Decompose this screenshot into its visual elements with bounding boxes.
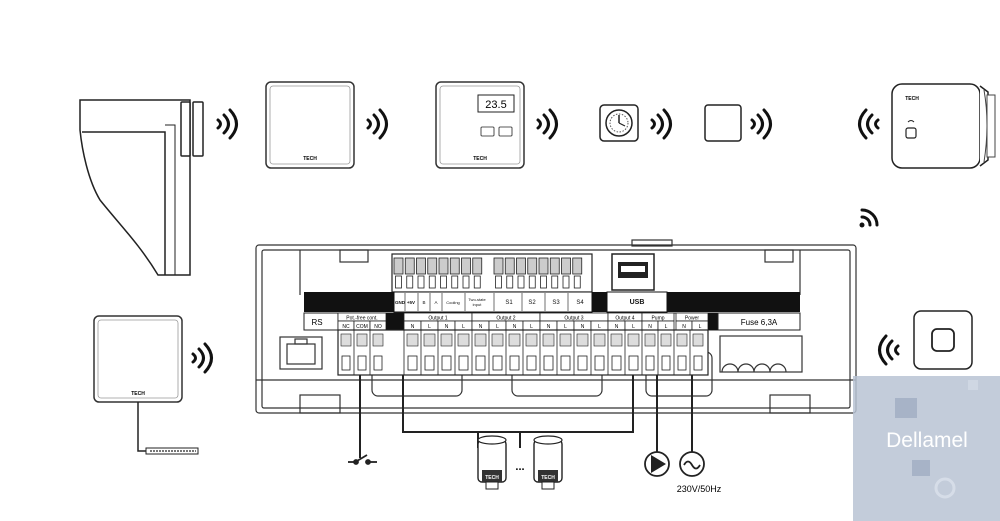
top-label: S1 <box>505 300 513 306</box>
wireless-signal-icon <box>191 342 213 374</box>
wireless-signal-icon <box>650 108 672 140</box>
wireless-signal-icon <box>216 108 238 140</box>
wiring-lines <box>359 375 693 458</box>
usb-port[interactable] <box>611 253 655 291</box>
terminal-label: N <box>479 324 483 330</box>
terminal-label: L <box>665 324 668 330</box>
top-label: GND <box>395 300 406 305</box>
terminal-label: L <box>699 324 702 330</box>
top-label: S3 <box>552 300 560 306</box>
terminal-label: L <box>530 324 533 330</box>
output-title: Power <box>685 316 700 322</box>
timer-module-device <box>599 104 672 142</box>
wireless-signal-icon <box>858 108 880 140</box>
minus-button[interactable] <box>480 126 495 137</box>
rs-label: RS <box>311 318 322 327</box>
actuator-device: TECH <box>533 435 563 490</box>
terminal-label: L <box>564 324 567 330</box>
top-label: B <box>422 300 425 305</box>
thermostatic-head-device: TECH <box>858 83 996 169</box>
output-title: Output 1 <box>428 316 447 322</box>
top-label: S2 <box>528 300 536 306</box>
terminal-label: N <box>581 324 585 330</box>
bottom-terminal-labels: RS Pot.-free cont. NC COM NO Output 1 N L N L Outp… <box>303 312 801 331</box>
terminal-label: N <box>411 324 415 330</box>
plus-button[interactable] <box>498 126 513 137</box>
top-label: S4 <box>576 300 584 306</box>
brand-logo: TECH <box>485 475 499 481</box>
top-label: USB <box>630 299 645 306</box>
output-title: Output 2 <box>496 316 515 322</box>
fuse-label: Fuse 6,3A <box>741 318 778 327</box>
terminal-label: L <box>598 324 601 330</box>
brand-logo: TECH <box>905 96 919 102</box>
potfree-terminal-label: NO <box>374 324 382 330</box>
top-label: +5V <box>407 300 415 305</box>
top-label: input <box>473 302 483 307</box>
wireless-signal-icon <box>750 108 772 140</box>
terminal-label: L <box>496 324 499 330</box>
window-sensor-device <box>79 99 238 276</box>
actuator-device: TECH <box>477 435 507 490</box>
potfree-terminal-label: NC <box>342 324 350 330</box>
actuator-ellipsis: ... <box>515 461 524 473</box>
wireless-button-device <box>878 310 973 370</box>
brand-logo: TECH <box>131 391 145 397</box>
top-label: A <box>434 300 437 305</box>
watermark: Dellamel <box>853 376 1000 521</box>
output-title: Output 3 <box>564 316 583 322</box>
wireless-signal-icon <box>859 208 879 228</box>
pump-icon <box>644 451 670 477</box>
watermark-text: Dellamel <box>886 429 968 452</box>
small-sensor-device <box>704 104 772 142</box>
potfree-terminal-label: COM <box>356 324 368 330</box>
ac-supply-icon <box>679 451 705 477</box>
bottom-terminal-block <box>337 329 709 376</box>
wireless-signal-icon <box>536 108 558 140</box>
terminal-label: L <box>632 324 635 330</box>
switch-symbol <box>348 454 377 465</box>
supply-voltage-label: 230V/50Hz <box>677 484 722 494</box>
top-label: Two-state <box>468 297 486 302</box>
brand-logo: TECH <box>473 156 487 162</box>
potfree-title: Pot.-free cont. <box>346 316 377 322</box>
lcd-display <box>477 94 515 113</box>
output-title: Pump <box>651 316 664 322</box>
output-title: Output 4 <box>615 316 634 322</box>
terminal-label: N <box>513 324 517 330</box>
top-terminal-block <box>391 253 593 293</box>
room-regulator-device: 23.5 TECH <box>435 81 558 169</box>
wireless-signal-icon <box>366 108 388 140</box>
terminal-label: N <box>682 324 686 330</box>
wired-room-sensor-device: TECH <box>93 315 213 455</box>
terminal-label: L <box>462 324 465 330</box>
wireless-signal-icon <box>878 334 900 366</box>
brand-logo: TECH <box>303 156 317 162</box>
terminal-label: N <box>615 324 619 330</box>
brand-logo: TECH <box>541 475 555 481</box>
room-sensor-device: TECH <box>265 81 388 169</box>
top-label: Cooling <box>446 300 460 305</box>
terminal-label: N <box>648 324 652 330</box>
terminal-label: N <box>445 324 449 330</box>
terminal-label: L <box>428 324 431 330</box>
terminal-label: N <box>547 324 551 330</box>
lcd-temperature: 23.5 <box>485 99 506 111</box>
